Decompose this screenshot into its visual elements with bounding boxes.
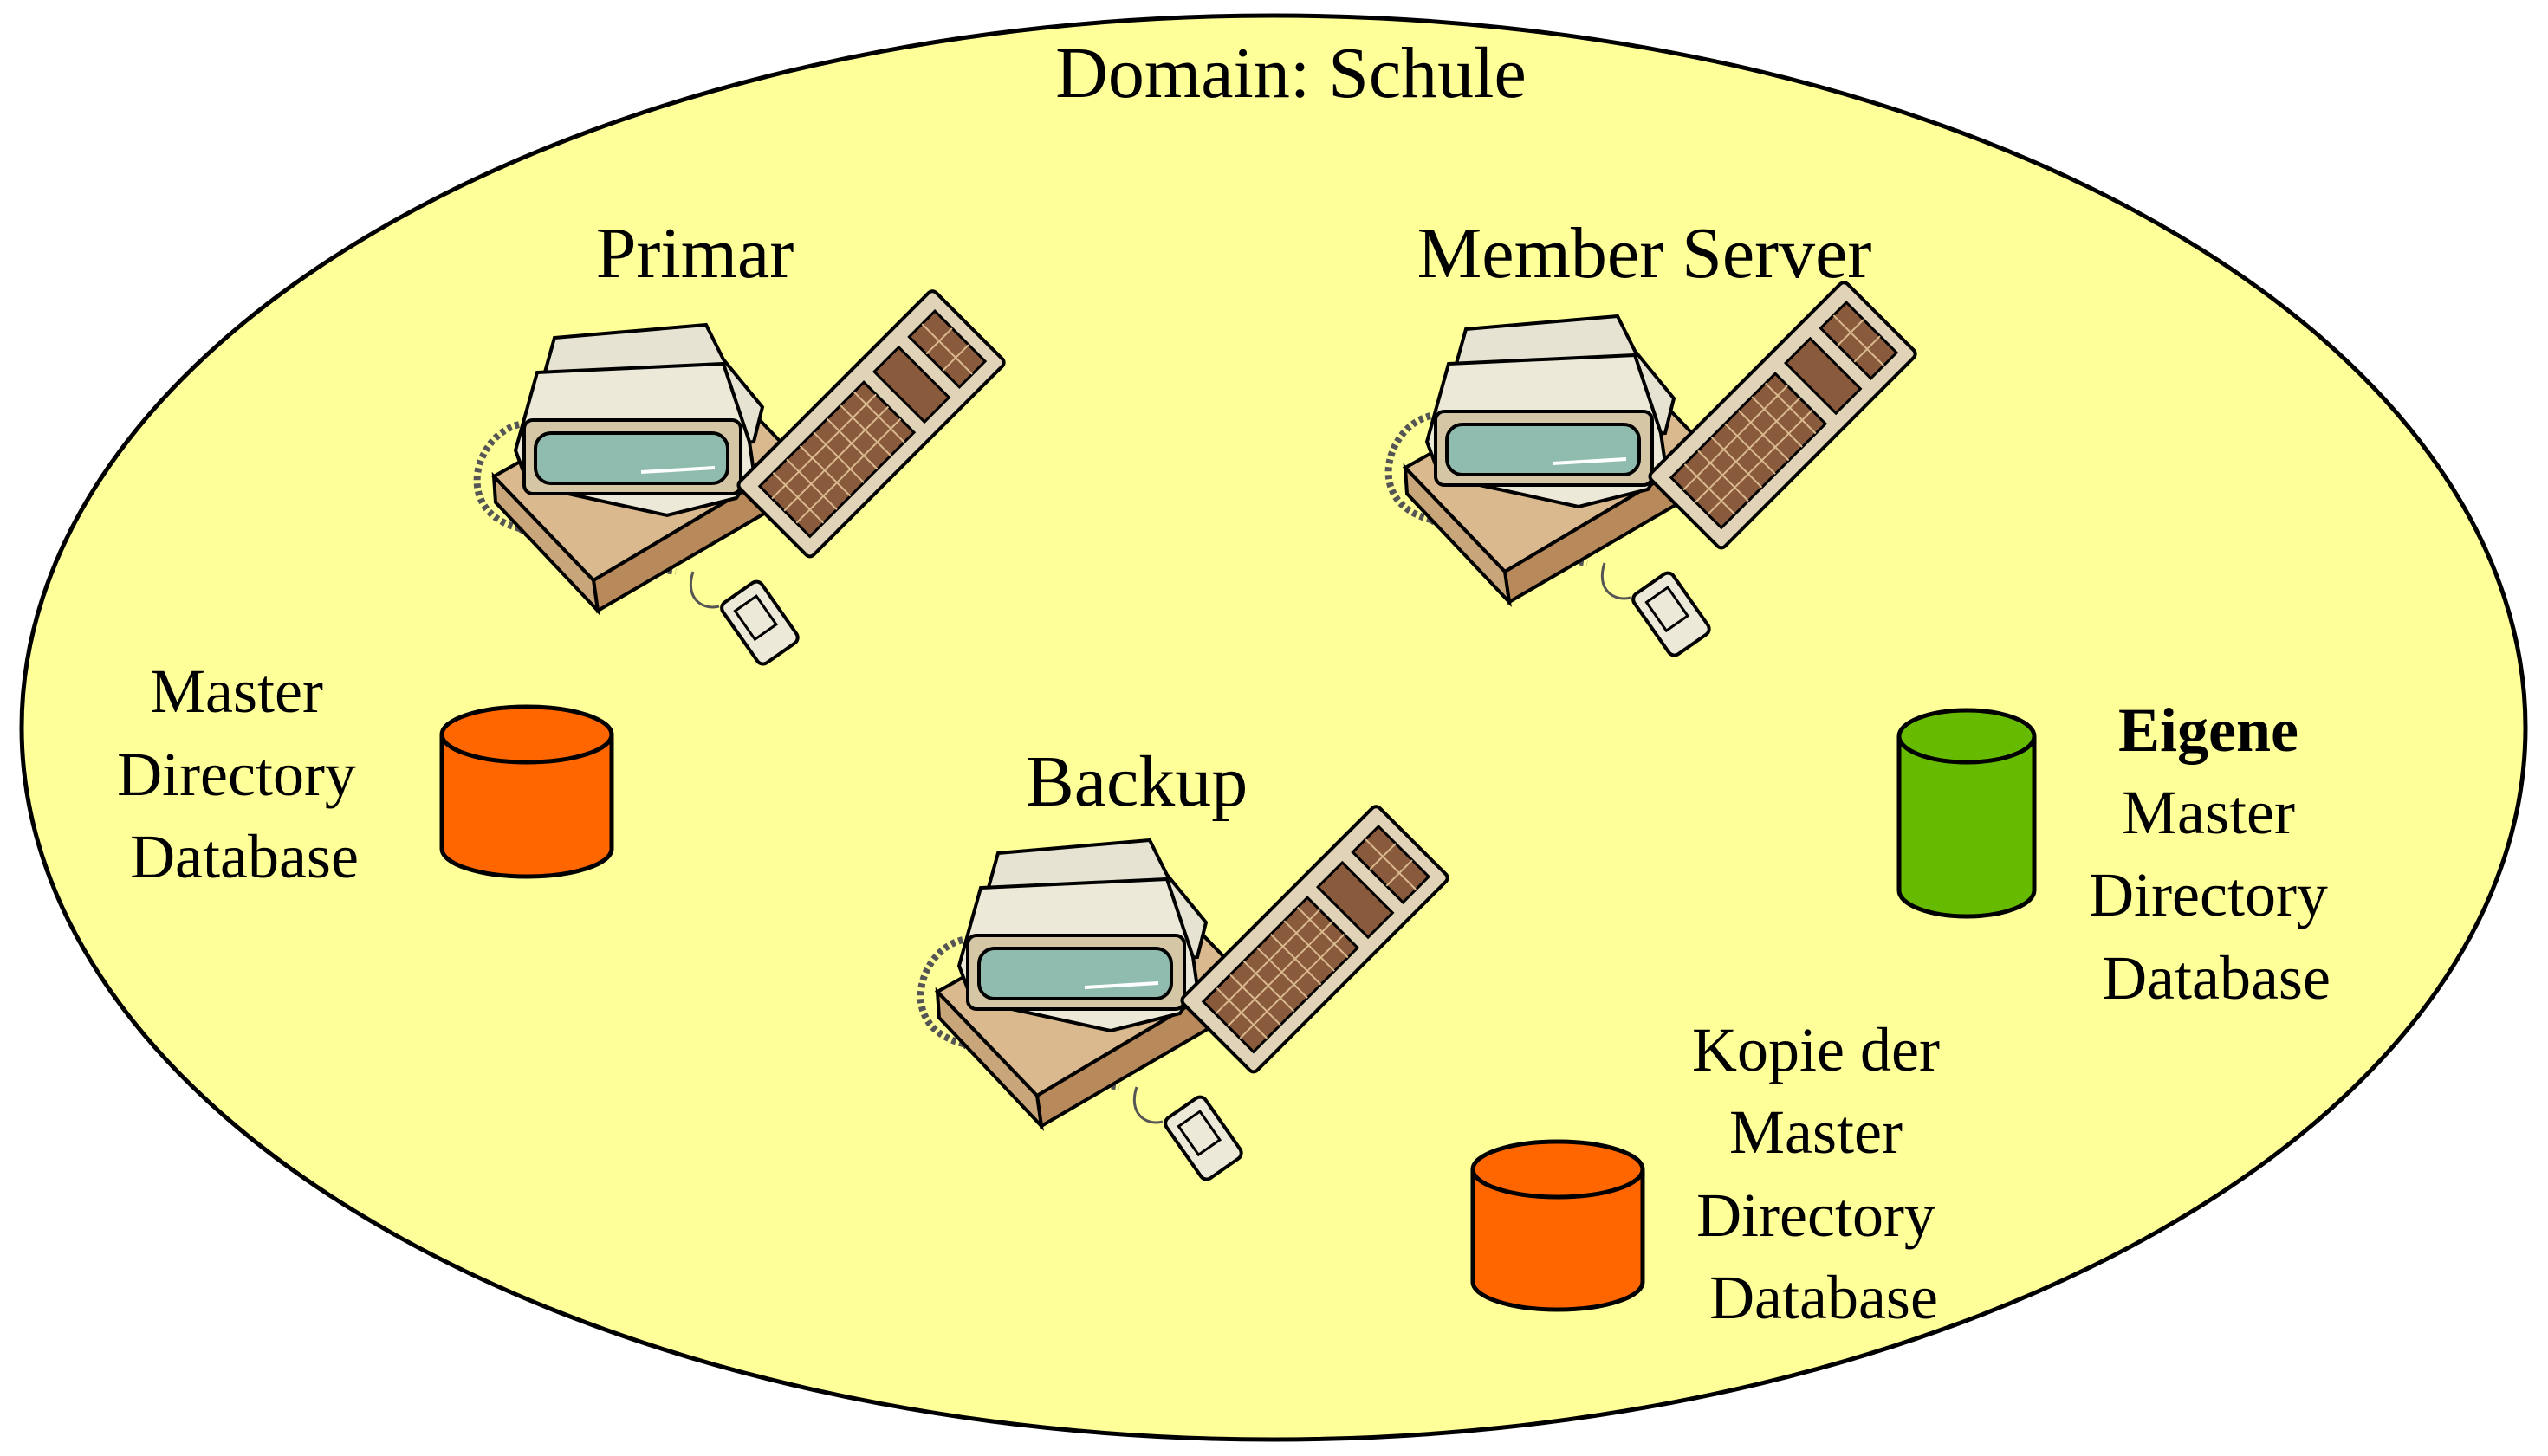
backup-database-icon <box>1470 1139 1645 1312</box>
member-database-icon <box>1896 708 2037 919</box>
backup-db-line-4: Database <box>1709 1263 1938 1332</box>
primary-server-label: Primar <box>596 213 794 294</box>
backup-server-label: Backup <box>1026 741 1248 822</box>
primary-database-label: Master Directory Database <box>117 657 372 891</box>
primary-db-line-3: Database <box>130 822 359 891</box>
backup-database-label: Kopie der Master Directory Database <box>1692 1015 1955 1332</box>
backup-db-line-3: Directory <box>1696 1181 1935 1250</box>
backup-db-line-2: Master <box>1729 1097 1903 1167</box>
primary-db-line-1: Master <box>150 657 323 726</box>
backup-db-line-1: Kopie der <box>1692 1015 1940 1084</box>
member-db-bold-line: Eigene <box>2118 696 2298 765</box>
primary-db-line-2: Directory <box>117 740 356 809</box>
domain-label: Domain: Schule <box>1055 33 1527 113</box>
member-db-line-3: Database <box>2102 943 2331 1013</box>
member-database-label: Eigene Master Directory Database <box>2089 696 2344 1013</box>
member-db-line-2: Directory <box>2089 860 2328 929</box>
primary-database-icon <box>439 704 614 879</box>
member-server-label: Member Server <box>1417 213 1872 294</box>
member-db-line-1: Master <box>2122 778 2295 847</box>
